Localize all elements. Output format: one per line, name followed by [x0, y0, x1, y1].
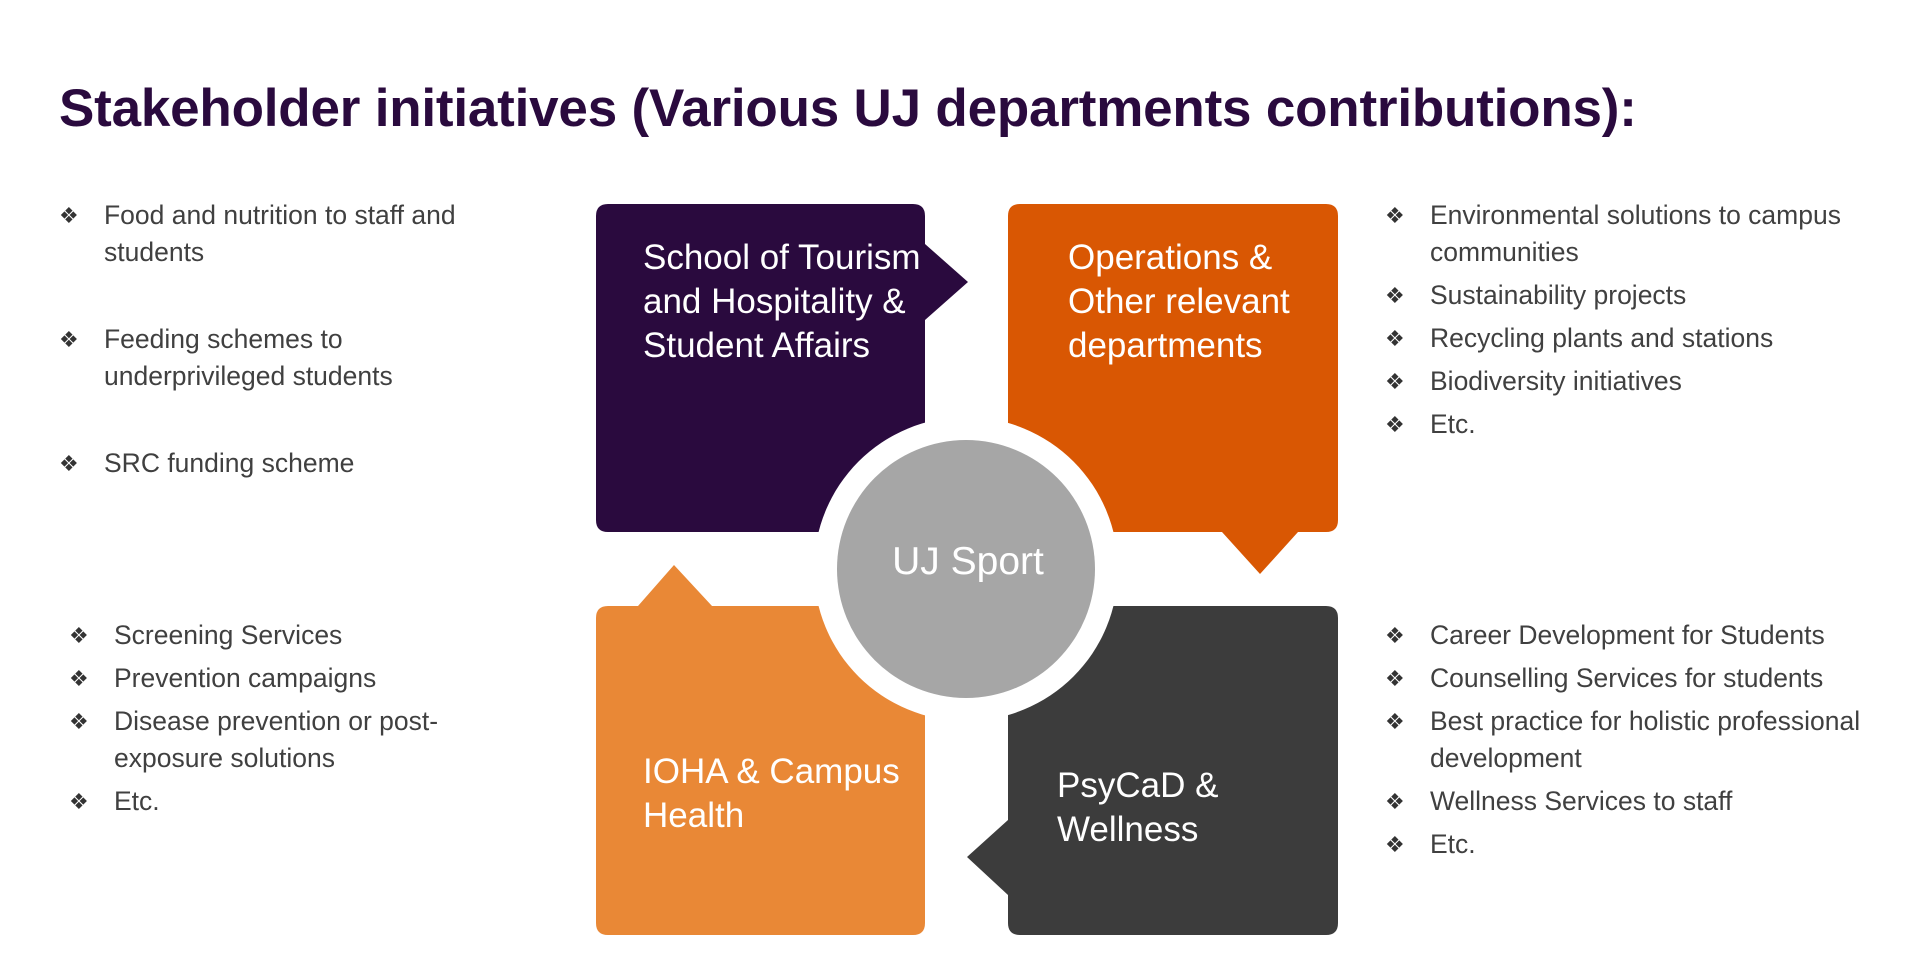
left-top-list: ❖ Food and nutrition to staff and student…: [59, 197, 509, 532]
diamond-bullet-icon: ❖: [59, 327, 79, 352]
diamond-bullet-icon: ❖: [59, 451, 79, 476]
list-item: ❖ Prevention campaigns: [69, 660, 499, 697]
diamond-bullet-icon: ❖: [1385, 369, 1405, 394]
list-item: ❖ Etc.: [1385, 406, 1905, 443]
list-item: ❖ Best practice for holistic professional…: [1385, 703, 1905, 777]
diamond-bullet-icon: ❖: [1385, 283, 1405, 308]
page-title: Stakeholder initiatives (Various UJ depa…: [59, 79, 1637, 138]
diamond-bullet-icon: ❖: [1385, 326, 1405, 351]
diamond-bullet-icon: ❖: [1385, 789, 1405, 814]
list-item-text: Etc.: [114, 786, 160, 816]
diamond-bullet-icon: ❖: [1385, 832, 1405, 857]
diamond-bullet-icon: ❖: [1385, 203, 1405, 228]
diamond-bullet-icon: ❖: [69, 623, 89, 648]
list-item: ❖ Recycling plants and stations: [1385, 320, 1905, 357]
list-item: ❖ Feeding schemes to underprivileged stud…: [59, 321, 509, 395]
diamond-bullet-icon: ❖: [1385, 709, 1405, 734]
list-item: ❖ Environmental solutions to campus commu…: [1385, 197, 1905, 271]
list-item-text: Best practice for holistic professional …: [1430, 706, 1861, 773]
center-circle: [837, 440, 1095, 698]
diamond-bullet-icon: ❖: [1385, 623, 1405, 648]
box-label-tourism: School of Tourism and Hospitality & Stud…: [643, 238, 921, 365]
box-label-operations: Operations & Other relevant departments: [1068, 238, 1290, 365]
diamond-bullet-icon: ❖: [69, 789, 89, 814]
right-bottom-list: ❖ Career Development for Students ❖ Counsel…: [1385, 617, 1905, 869]
left-bottom-list: ❖ Screening Services ❖ Prevention campaigns…: [69, 617, 499, 826]
list-item: ❖ Counselling Services for students: [1385, 660, 1905, 697]
diamond-bullet-icon: ❖: [69, 709, 89, 734]
right-top-list: ❖ Environmental solutions to campus commu…: [1385, 197, 1905, 449]
box-label-psycad: PsyCaD & Wellness: [1057, 766, 1219, 849]
list-item-text: Sustainability projects: [1430, 280, 1687, 310]
list-item-text: Environmental solutions to campus commun…: [1430, 200, 1841, 267]
list-item-text: Etc.: [1430, 829, 1476, 859]
list-item-text: Counselling Services for students: [1430, 663, 1824, 693]
list-item-text: Wellness Services to staff: [1430, 786, 1733, 816]
diamond-bullet-icon: ❖: [69, 666, 89, 691]
list-item-text: Food and nutrition to staff and students: [104, 200, 456, 267]
list-item-text: Recycling plants and stations: [1430, 323, 1774, 353]
list-item-text: Screening Services: [114, 620, 343, 650]
list-item: ❖ Disease prevention or post-exposure sol…: [69, 703, 499, 777]
list-item: ❖ Screening Services: [69, 617, 499, 654]
list-item: ❖ Etc.: [69, 783, 499, 820]
box-label-ioha: IOHA & Campus Health: [643, 752, 900, 835]
center-label: UJ Sport: [892, 540, 1044, 583]
diamond-bullet-icon: ❖: [59, 203, 79, 228]
list-item-text: Disease prevention or post-exposure solu…: [114, 706, 439, 773]
list-item-text: Etc.: [1430, 409, 1476, 439]
list-item-text: Feeding schemes to underprivileged stude…: [104, 324, 393, 391]
diamond-bullet-icon: ❖: [1385, 412, 1405, 437]
diamond-bullet-icon: ❖: [1385, 666, 1405, 691]
list-item: ❖ Sustainability projects: [1385, 277, 1905, 314]
list-item: ❖ Wellness Services to staff: [1385, 783, 1905, 820]
list-item-text: SRC funding scheme: [104, 448, 355, 478]
list-item: ❖ Biodiversity initiatives: [1385, 363, 1905, 400]
list-item-text: Biodiversity initiatives: [1430, 366, 1682, 396]
list-item-text: Career Development for Students: [1430, 620, 1825, 650]
list-item-text: Prevention campaigns: [114, 663, 377, 693]
box-top-right: [1008, 204, 1338, 574]
list-item: ❖ Career Development for Students: [1385, 617, 1905, 654]
list-item: ❖ Food and nutrition to staff and student…: [59, 197, 509, 271]
list-item: ❖ SRC funding scheme: [59, 445, 509, 482]
list-item: ❖ Etc.: [1385, 826, 1905, 863]
